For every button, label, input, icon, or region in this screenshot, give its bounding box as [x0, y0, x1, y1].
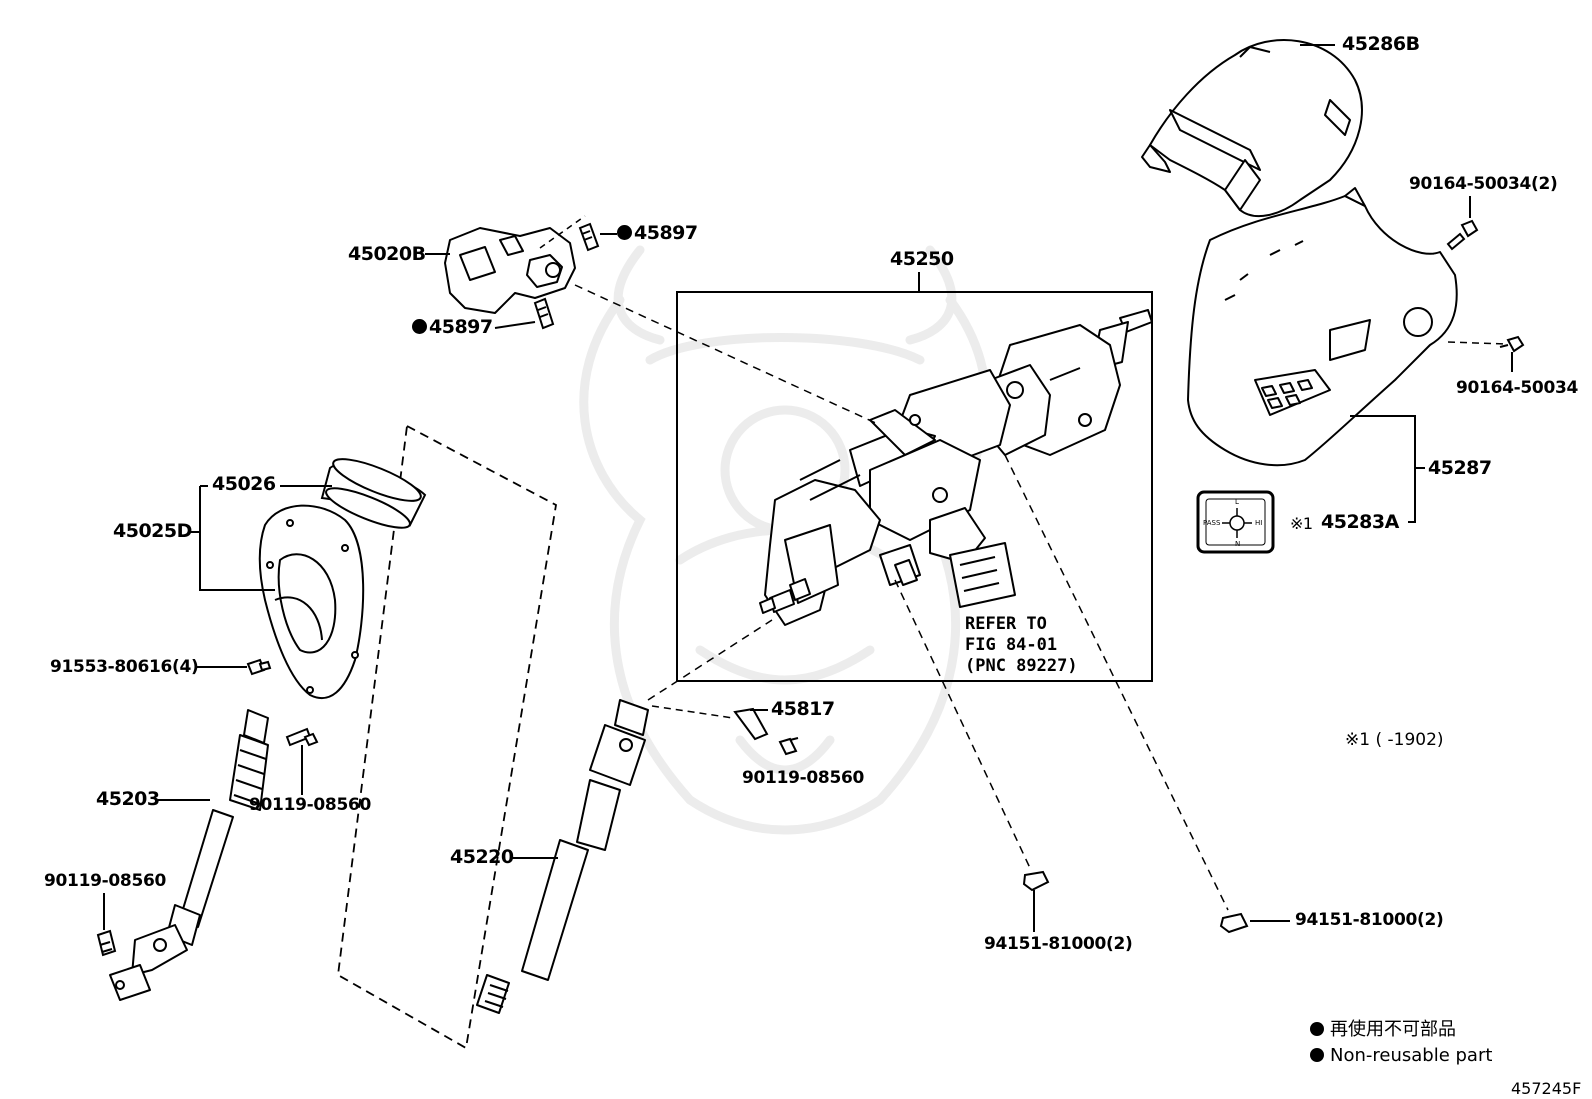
label-45203: 45203 [96, 788, 160, 810]
boot-45025D-drawing [258, 504, 365, 700]
label-45287: 45287 [1428, 457, 1492, 479]
non-reusable-dot-icon [617, 225, 632, 240]
bracket-45283A [1408, 468, 1416, 523]
dash-94151-a [894, 579, 1031, 869]
screw-90164-drawing [1446, 219, 1525, 353]
switch-label-right: HI [1255, 519, 1263, 527]
label-45283A: 45283A [1321, 511, 1399, 533]
column-assembly-drawing [759, 309, 1153, 626]
lock-housing-drawing [444, 227, 576, 314]
bolt-45897-drawing [533, 222, 600, 330]
switch-plate-drawing [1196, 490, 1275, 554]
clip-45817-drawing [733, 707, 799, 756]
label-45897-bottom-text: 45897 [429, 316, 493, 338]
label-90119-08560-c: 90119-08560 [44, 871, 167, 891]
label-94151-81000-b: 94151-81000(2) [1295, 910, 1444, 930]
legend-dot-icon [1310, 1022, 1324, 1036]
label-45286B: 45286B [1342, 33, 1420, 55]
label-45026: 45026 [212, 473, 276, 495]
label-94151-81000-a: 94151-81000(2) [984, 934, 1133, 954]
dash-45020B-45897 [539, 215, 586, 249]
bolt-90119-a-drawing [285, 727, 319, 747]
legend-jp-text: 再使用不可部品 [1330, 1019, 1456, 1040]
label-45250: 45250 [890, 248, 954, 270]
legend-dot-icon [1310, 1048, 1324, 1062]
shaft-45220-drawing [476, 699, 649, 1014]
refer-note-line-1: REFER TO [965, 614, 1047, 634]
refer-note-line-3: (PNC 89227) [965, 656, 1078, 676]
figure-id: 457245F [1511, 1079, 1582, 1098]
refer-note-line-2: FIG 84-01 [965, 635, 1058, 655]
label-91553-80616-4: 91553-80616(4) [50, 657, 199, 677]
bracket-45287 [1350, 415, 1425, 469]
label-45020B: 45020B [348, 243, 426, 265]
dash-90164-50034 [1447, 341, 1506, 345]
seal-45026-drawing [320, 458, 427, 529]
label-90164-50034-2: 90164-50034(2) [1409, 174, 1558, 194]
footnote-mark: ※1 [1290, 514, 1313, 533]
label-45283A-mark: ※1 [1290, 514, 1313, 533]
label-90164-50034: 90164-50034 [1456, 378, 1579, 398]
label-45025D: 45025D [113, 520, 192, 542]
label-45817: 45817 [771, 698, 835, 720]
label-45220: 45220 [450, 846, 514, 868]
bolt-90119-c-drawing [96, 929, 117, 957]
legend-jp: 再使用不可部品 [1310, 1021, 1456, 1039]
dashed-assembly-boundary [337, 424, 557, 1050]
switch-label-down: N [1235, 540, 1241, 548]
label-90119-08560-a: 90119-08560 [249, 795, 372, 815]
footnote-range: ※1 ( -1902) [1345, 730, 1444, 750]
column-assembly-frame [676, 291, 1153, 682]
upper-cover-drawing [1141, 39, 1363, 218]
label-45897-top-text: 45897 [634, 222, 698, 244]
legend-en-text: Non-reusable part [1330, 1045, 1493, 1066]
switch-label-left: PASS [1203, 519, 1221, 527]
non-reusable-dot-icon [412, 319, 427, 334]
screw-91553-drawing [246, 658, 272, 676]
nut-94151-drawing [1022, 870, 1249, 934]
leader-45897-bottom [494, 321, 536, 329]
dash-45220-column [647, 619, 773, 701]
shaft-45203-drawing [109, 709, 269, 1001]
label-45897-bottom: 45897 [412, 318, 493, 337]
label-45897-top: 45897 [617, 224, 698, 243]
switch-label-up: L [1235, 498, 1239, 506]
legend-en: Non-reusable part [1310, 1047, 1492, 1065]
dash-45817 [651, 705, 734, 719]
bracket-45025D [199, 486, 275, 591]
lower-cover-drawing [1187, 187, 1458, 467]
label-90119-08560-b: 90119-08560 [742, 768, 865, 788]
dash-94151-b [1004, 454, 1229, 911]
